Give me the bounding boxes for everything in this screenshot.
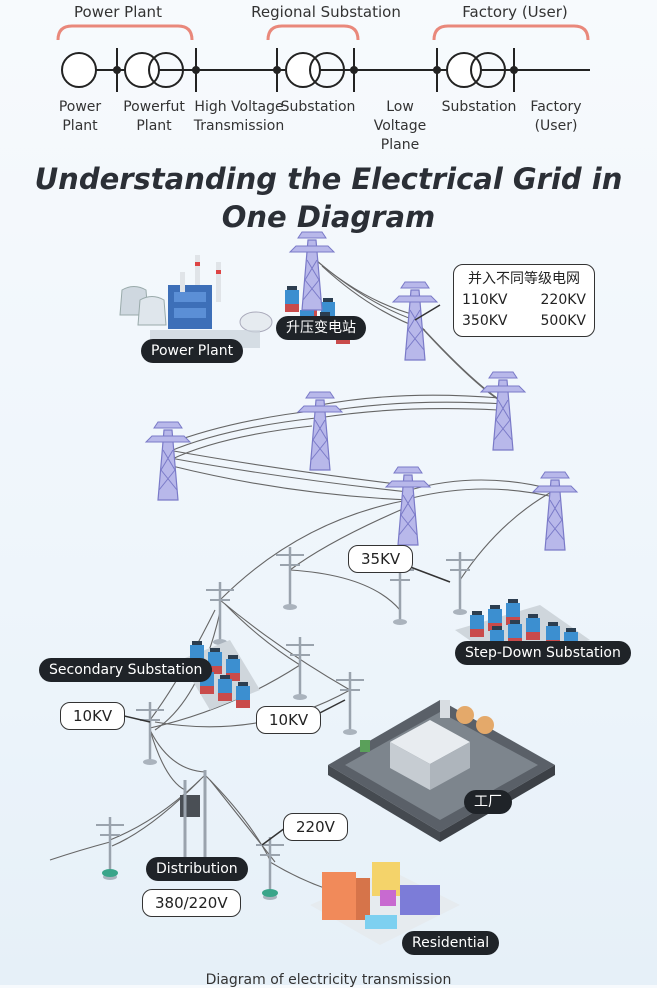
tower-5 — [385, 466, 431, 546]
group-title-factory: Factory (User) — [462, 3, 568, 21]
tower-2 — [297, 391, 343, 471]
factory-illustration — [328, 700, 555, 842]
bracket-factory — [432, 24, 590, 41]
group-title-regional-substation: Regional Substation — [251, 3, 401, 21]
label-distribution: Distribution — [146, 857, 248, 881]
distribution-transformer-illustration — [102, 770, 278, 897]
grid-voltage-350: 350KV — [462, 313, 508, 329]
group-title-power-plant: Power Plant — [74, 3, 162, 21]
label-step-down-substation: Step-Down Substation — [455, 641, 631, 665]
tower-3 — [480, 371, 526, 451]
label-10kv-right: 10KV — [256, 706, 322, 734]
grid-voltage-box: 并入不同等级电网 110KV 220KV 350KV 500KV — [453, 264, 595, 337]
page-title-line-1: Understanding the Electrical Grid in — [34, 162, 623, 196]
grid-voltage-110: 110KV — [462, 292, 508, 308]
transformer-symbol-3b — [470, 52, 506, 88]
generator-symbol — [61, 52, 97, 88]
label-residential: Residential — [402, 931, 500, 955]
label-35kv: 35KV — [348, 545, 414, 573]
label-factory: 工厂 — [464, 790, 512, 814]
page-title-line-2: One Diagram — [221, 200, 436, 234]
tower-4 — [145, 421, 191, 501]
node-label-substation-1: Substation — [280, 99, 356, 115]
label-step-up-substation: 升压变电站 — [276, 316, 366, 340]
schematic-diagram — [56, 24, 590, 92]
figure-caption: Diagram of electricity transmission — [205, 972, 452, 988]
power-plant-illustration — [119, 255, 273, 348]
label-secondary-substation: Secondary Substation — [39, 658, 213, 682]
label-power-plant: Power Plant — [141, 339, 244, 363]
bracket-power-plant — [56, 24, 194, 41]
grid-illustration — [49, 231, 590, 945]
secondary-substation-illustration — [180, 640, 260, 710]
residential-illustration — [310, 862, 460, 945]
bracket-regional-substation — [266, 24, 360, 41]
grid-voltage-220: 220KV — [540, 292, 586, 308]
label-380-220v: 380/220V — [142, 889, 241, 917]
transformer-symbol-2b — [309, 52, 345, 88]
tower-6 — [532, 471, 578, 551]
node-label-substation-2: Substation — [441, 99, 517, 115]
junction-ticks — [116, 48, 515, 92]
label-220v: 220V — [283, 813, 348, 841]
grid-voltage-title: 并入不同等级电网 — [468, 271, 580, 287]
transformer-symbol-1b — [148, 52, 184, 88]
label-10kv-left: 10KV — [60, 702, 126, 730]
node-label-factory: Factory(User) — [530, 99, 582, 134]
tower-1 — [392, 281, 438, 361]
grid-voltage-500: 500KV — [540, 313, 586, 329]
